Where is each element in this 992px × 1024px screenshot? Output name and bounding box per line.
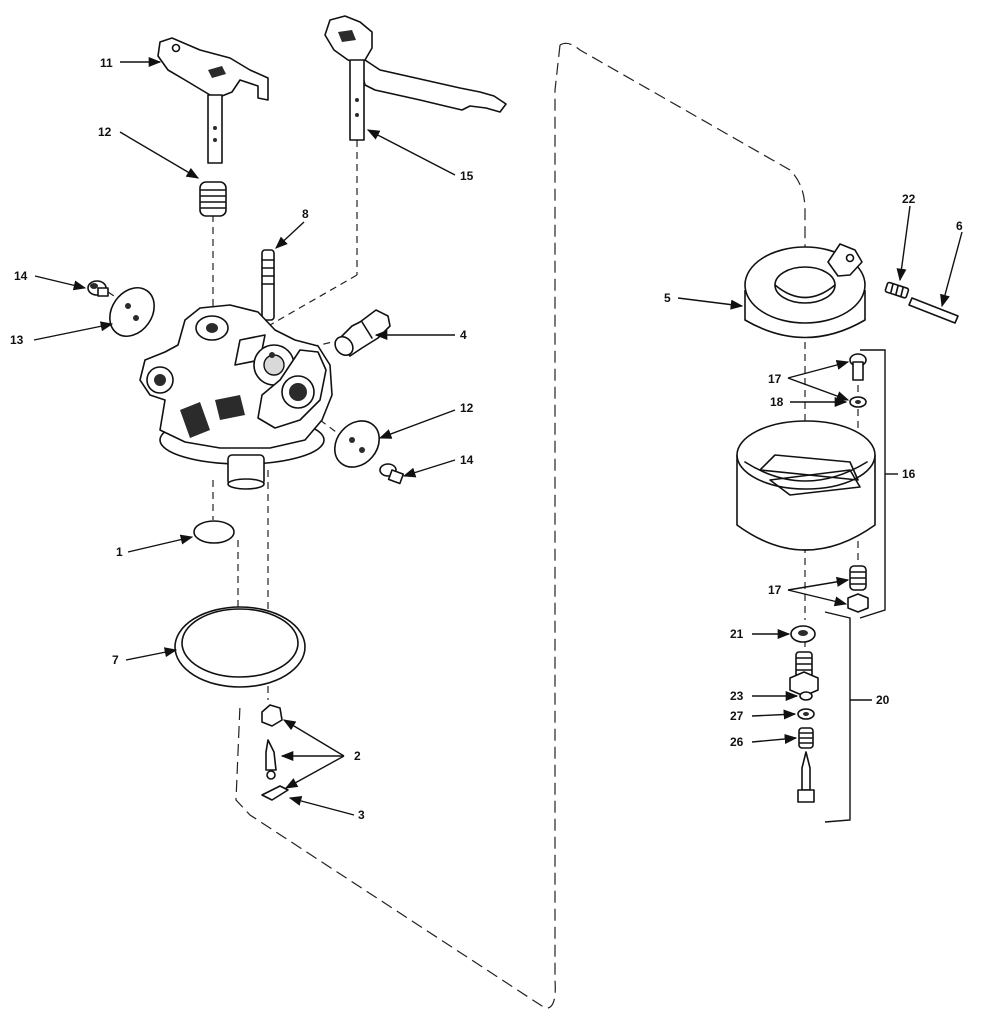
part-15-throttle-shaft [324, 15, 507, 141]
part-1-welch-plug [193, 520, 235, 544]
callout-1: 1 [116, 545, 123, 559]
part-8-needle [261, 249, 275, 321]
callout-26: 26 [730, 735, 744, 749]
leader-15 [366, 129, 456, 176]
callout-17-lower: 17 [768, 583, 782, 597]
callout-12-right: 12 [460, 401, 474, 415]
callout-5: 5 [664, 291, 671, 305]
leader-17b [787, 576, 850, 591]
leader-26 [751, 734, 798, 745]
assembly-boundary-dashed [235, 44, 561, 1009]
callout-22: 22 [902, 192, 916, 206]
callout-16: 16 [902, 467, 916, 481]
part-5-float [744, 243, 866, 339]
callout-23: 23 [730, 689, 744, 703]
callout-8: 8 [302, 207, 309, 221]
axis-line-plate [319, 419, 341, 436]
part-17-lower-nut [847, 593, 869, 613]
part-6-float-pin [908, 297, 959, 324]
leader-7 [125, 647, 178, 661]
callout-6: 6 [956, 219, 963, 233]
leader-2c [284, 755, 345, 789]
part-22-spring [884, 281, 910, 299]
leader-27 [751, 709, 797, 720]
callout-17-upper: 17 [768, 372, 782, 386]
bracket-20 [824, 611, 851, 823]
callout-20: 20 [876, 693, 890, 707]
part-26-spring [798, 727, 814, 749]
part-3-clip [261, 785, 289, 801]
leader-12b [378, 409, 456, 439]
assembly-boundary-top-dashed [559, 42, 806, 270]
part-11-choke-shaft [157, 37, 269, 164]
leader-17a-2 [787, 377, 850, 401]
callout-15: 15 [460, 169, 474, 183]
callout-27: 27 [730, 709, 744, 723]
bracket-16 [859, 349, 886, 619]
leader-13 [33, 321, 114, 341]
adjusting-needle [797, 751, 815, 803]
leader-22 [896, 205, 911, 282]
part-4-fuel-inlet [334, 309, 391, 357]
part-13-throttle-plate [109, 287, 155, 337]
leader-2 [282, 719, 345, 757]
leader-3 [288, 796, 355, 816]
leader-6 [940, 231, 963, 308]
axis-line-throttle-link [269, 274, 358, 326]
part-7-gasket [174, 606, 306, 688]
callout-4: 4 [460, 328, 467, 342]
callout-14: 14 [14, 269, 28, 283]
leader-12a [119, 131, 200, 179]
callout-7: 7 [112, 653, 119, 667]
carburetor-body [139, 304, 333, 490]
part-14-screw-left [87, 280, 109, 297]
callout-18: 18 [770, 395, 784, 409]
leader-14b [402, 459, 456, 478]
part-27-o-ring [797, 708, 815, 720]
callout-21: 21 [730, 627, 744, 641]
part-23-washer [799, 691, 813, 701]
leader-8 [275, 221, 305, 249]
part-18-washer [849, 396, 867, 408]
part-14-screw-right [379, 463, 405, 485]
part-21-washer [790, 625, 816, 643]
leader-14a [34, 275, 87, 291]
callout-11: 11 [100, 56, 113, 70]
leader-17a [787, 360, 850, 379]
part-16-float-bowl [736, 420, 876, 551]
leader-1 [127, 534, 194, 553]
callout-13: 13 [10, 333, 24, 347]
callout-14-right: 14 [460, 453, 474, 467]
part-12-spring [199, 181, 227, 217]
callout-3: 3 [358, 808, 365, 822]
callout-2: 2 [354, 749, 361, 763]
callout-12: 12 [98, 125, 112, 139]
part-2-inlet-needle [261, 704, 283, 780]
part-20-jet-nut [789, 651, 819, 697]
leader-17b-2 [787, 589, 848, 607]
part-17-lower-spring [849, 565, 867, 591]
leader-5 [677, 297, 744, 310]
part-12-plate-right [333, 420, 381, 468]
part-17-upper-screw [849, 353, 867, 381]
